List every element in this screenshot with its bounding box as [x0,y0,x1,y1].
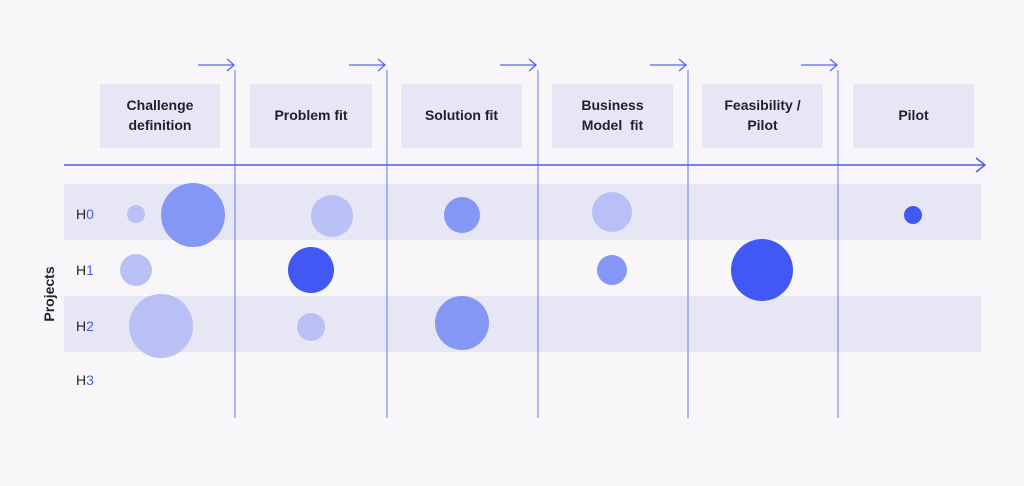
stage-pilot: Pilot [853,84,974,148]
bubble-h0-solution [444,197,480,233]
row-label-h2: H2 [76,318,94,334]
bubble-h1-business [597,255,627,285]
stage-dividers [234,70,839,418]
row-number: 0 [86,206,94,222]
row-label-h3: H3 [76,372,94,388]
stage-label: Solution fit [424,107,499,124]
bubble-h1-problem [288,247,334,293]
stage-label: Business Model fit [581,97,648,133]
stage-arrow-1 [198,58,235,72]
bubble-h1-challenge [120,254,152,286]
stage-solution-fit: Solution fit [401,84,522,148]
bubble-h2-problem [297,313,325,341]
stage-label: Challenge definition [126,97,194,133]
stage-arrow-3 [500,58,537,72]
stage-business-model-fit: Business Model fit [552,84,673,148]
bubble-h0-pilot [904,206,922,224]
bubble-h2-solution [435,296,489,350]
stage-arrow-4 [650,58,687,72]
stage-arrow-5 [801,58,838,72]
bubble-h1-feasibility [731,239,793,301]
stage-challenge-definition: Challenge definition [100,84,220,148]
row-prefix: H [76,318,87,334]
row-number: 1 [86,262,94,278]
bubbles [120,183,922,358]
bubble-h0-problem [311,195,353,237]
row-prefix: H [76,372,87,388]
stage-label: Feasibility / Pilot [724,97,801,133]
bubble-h0-business [592,192,632,232]
row-number: 2 [86,318,94,334]
row-prefix: H [76,262,87,278]
row-label-h0: H0 [76,206,94,222]
stage-feasibility-pilot: Feasibility / Pilot [702,84,823,148]
bubble-h0-challenge-small [127,205,145,223]
stage-label: Problem fit [274,107,348,124]
bubble-h0-challenge-large [161,183,225,247]
stage-arrows [198,58,838,72]
row-prefix: H [76,206,87,222]
row-label-h1: H1 [76,262,94,278]
row-number: 3 [86,372,94,388]
stage-arrow-2 [349,58,386,72]
row-band-h2 [64,296,981,352]
timeline-arrow [64,157,987,173]
axis-title-projects: Projects [41,266,57,322]
stage-problem-fit: Problem fit [250,84,372,148]
bubble-h2-challenge [129,294,193,358]
stage-label: Pilot [898,107,929,124]
